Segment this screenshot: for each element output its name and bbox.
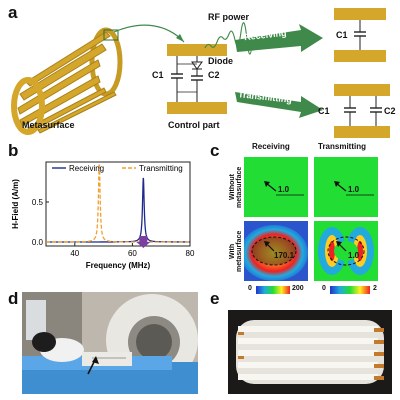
panel-label-d: d [8,289,19,308]
frequency-marker-arrow [136,236,151,248]
col-receiving-label: Receiving [252,142,290,151]
transmitting-c1-label: C1 [318,106,330,116]
legend-label-transmitting: Transmitting [139,164,183,173]
metasurface-label: Metasurface [22,120,75,130]
receiving-circuit [334,8,386,62]
cbar1-min: 0 [248,285,252,292]
field-map-tx [314,221,378,281]
mri-scene-drawing [22,292,198,394]
y-tick-label: 0.0 [32,238,44,247]
value-tx-with: 1.0 [348,251,360,260]
connector-arrow [113,24,185,43]
receiving-arrow [235,24,323,52]
control-part-label: Control part [168,120,220,130]
series-line-receiving [46,177,190,243]
diode-label: Diode [208,56,234,66]
control-c2-label: C2 [208,70,220,80]
chart-series [46,163,190,248]
x-axis-label: Frequency (MHz) [86,261,151,270]
control-c1-label: C1 [152,70,164,80]
map-tx-with: 1.0 [314,221,378,281]
prototype-drawing [228,310,392,394]
colorbar-receiving [256,286,290,294]
x-tick-label: 40 [70,249,79,258]
probe-arrow-icon [264,181,304,196]
map-rx-with: 170.1 [244,221,308,281]
row-with-label: With metasurface [229,230,243,272]
rf-wave-icon [204,22,254,55]
value-rx-with: 170.1 [274,251,295,260]
chart-axes [45,161,191,247]
legend-label-receiving: Receiving [69,164,104,173]
value-tx-without: 1.0 [348,185,360,194]
field-map-rx [244,221,308,281]
transmitting-circuit [334,84,390,138]
colorbar-transmitting [330,286,370,294]
photo-mri-scanner [22,292,198,394]
plot-frame [45,161,191,247]
chart-legend: Receiving Transmitting [52,164,183,173]
map-tx-without: 1.0 [314,157,378,217]
x-tick-label: 60 [128,249,137,258]
series-line-transmitting [46,163,190,243]
map-rx-without: 1.0 [244,157,308,217]
transmitting-arrow [235,92,323,118]
col-transmitting-label: Transmitting [318,142,367,151]
cbar2-min: 0 [322,285,326,292]
panel-label-c: c [210,141,220,160]
x-tick-label: 80 [186,249,195,258]
transmitting-c2-label: C2 [384,106,396,116]
cbar1-max: 200 [292,285,304,292]
rf-power-label: RF power [208,12,250,22]
cbar2-max: 2 [373,285,377,292]
probe-arrow-icon [334,181,374,196]
row-without-label: Without metasurface [229,166,243,208]
panel-label-e: e [210,289,220,308]
control-part-circuit [167,44,227,114]
panel-label-a: a [8,3,18,22]
receiving-c1-label: C1 [336,30,348,40]
value-rx-without: 1.0 [278,185,290,194]
panel-label-b: b [8,141,19,160]
arrow-up-icon [87,356,99,375]
photo-metasurface-prototype [228,310,392,394]
y-tick-label: 0.5 [32,198,44,207]
metasurface-cage-drawing [11,27,123,135]
y-axis-label: H-Field (A/m) [11,179,20,229]
